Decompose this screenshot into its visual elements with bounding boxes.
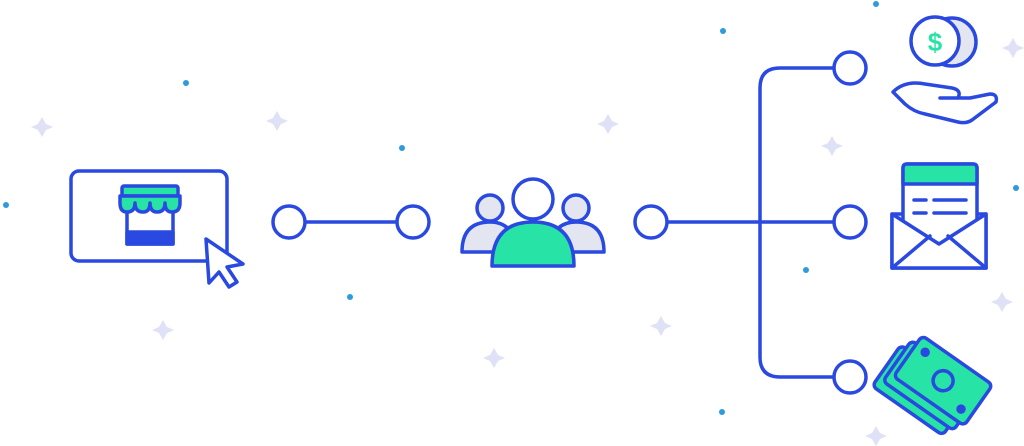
edge-branch-vertical — [758, 66, 835, 379]
dot — [399, 145, 405, 151]
dot — [183, 80, 189, 86]
people-group-icon — [460, 177, 606, 268]
coin-currency-symbol: $ — [928, 27, 943, 57]
connector-node — [271, 204, 307, 240]
sparkle — [865, 426, 887, 446]
connector-node — [633, 204, 669, 240]
connector-node — [832, 359, 868, 395]
sparkle — [650, 316, 672, 336]
hand-coin-icon: $ — [891, 15, 999, 125]
connector-lines — [304, 66, 835, 379]
connector-node — [832, 204, 868, 240]
dot — [803, 267, 809, 273]
connector-node — [832, 50, 868, 86]
sparkle — [266, 111, 288, 131]
sparkle — [821, 136, 843, 156]
connector-nodes — [271, 50, 868, 395]
sparkle — [597, 114, 619, 134]
sparkle — [991, 292, 1013, 312]
dot — [3, 202, 9, 208]
dot — [1013, 185, 1019, 191]
sparkle — [31, 117, 53, 137]
storefront-click-icon — [69, 169, 245, 289]
dot — [347, 294, 353, 300]
sparkle — [1002, 38, 1024, 58]
sparkle — [483, 348, 505, 368]
background-decoration — [3, 1, 1024, 446]
dot — [873, 1, 879, 7]
banknotes-stack-icon — [872, 335, 993, 436]
connector-node — [395, 204, 431, 240]
dot — [720, 28, 726, 34]
dot — [719, 409, 725, 415]
envelope-letter-icon — [890, 162, 988, 270]
sparkle — [152, 320, 174, 340]
